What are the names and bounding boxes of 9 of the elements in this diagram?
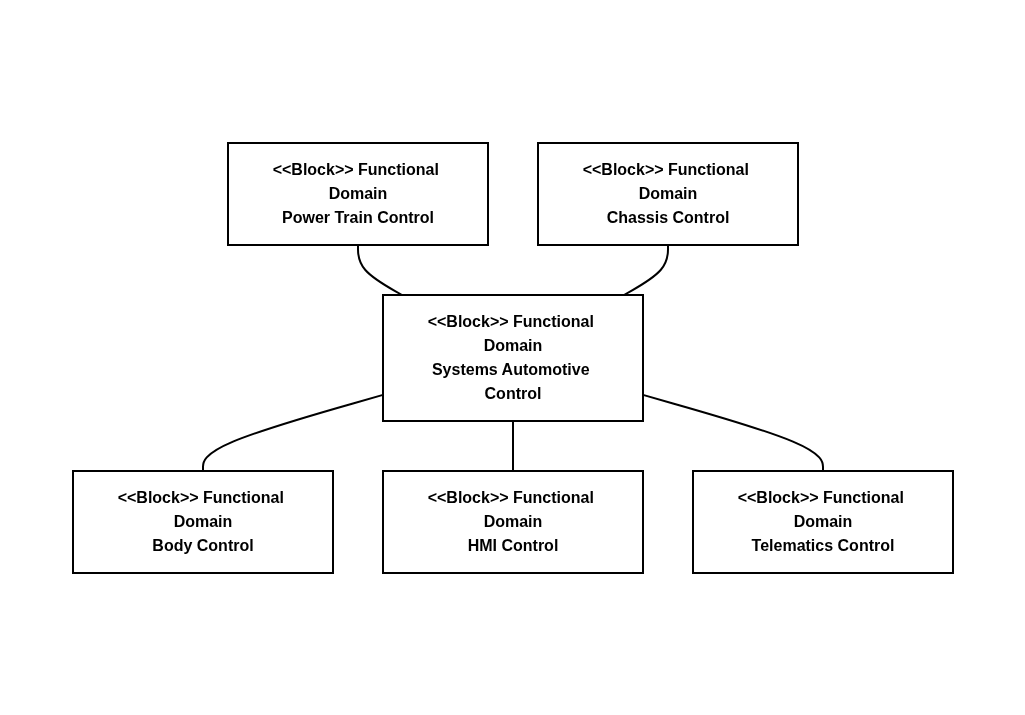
node-box: <<Block>> Functional Domain Telematics Control <box>691 469 954 574</box>
node-box: <<Block>> Functional Domain Chassis Control <box>536 141 799 246</box>
connector <box>622 243 669 296</box>
node-box: <<Block>> Functional Domain Systems Automotive Control <box>381 293 644 422</box>
node-box: <<Block>> Functional Domain HMI Control <box>381 469 644 574</box>
node-box: <<Block>> Functional Domain Body Control <box>71 469 334 574</box>
node-box: <<Block>> Functional Domain Power Train Control <box>226 141 489 246</box>
connector <box>356 243 403 296</box>
connector <box>511 419 514 472</box>
